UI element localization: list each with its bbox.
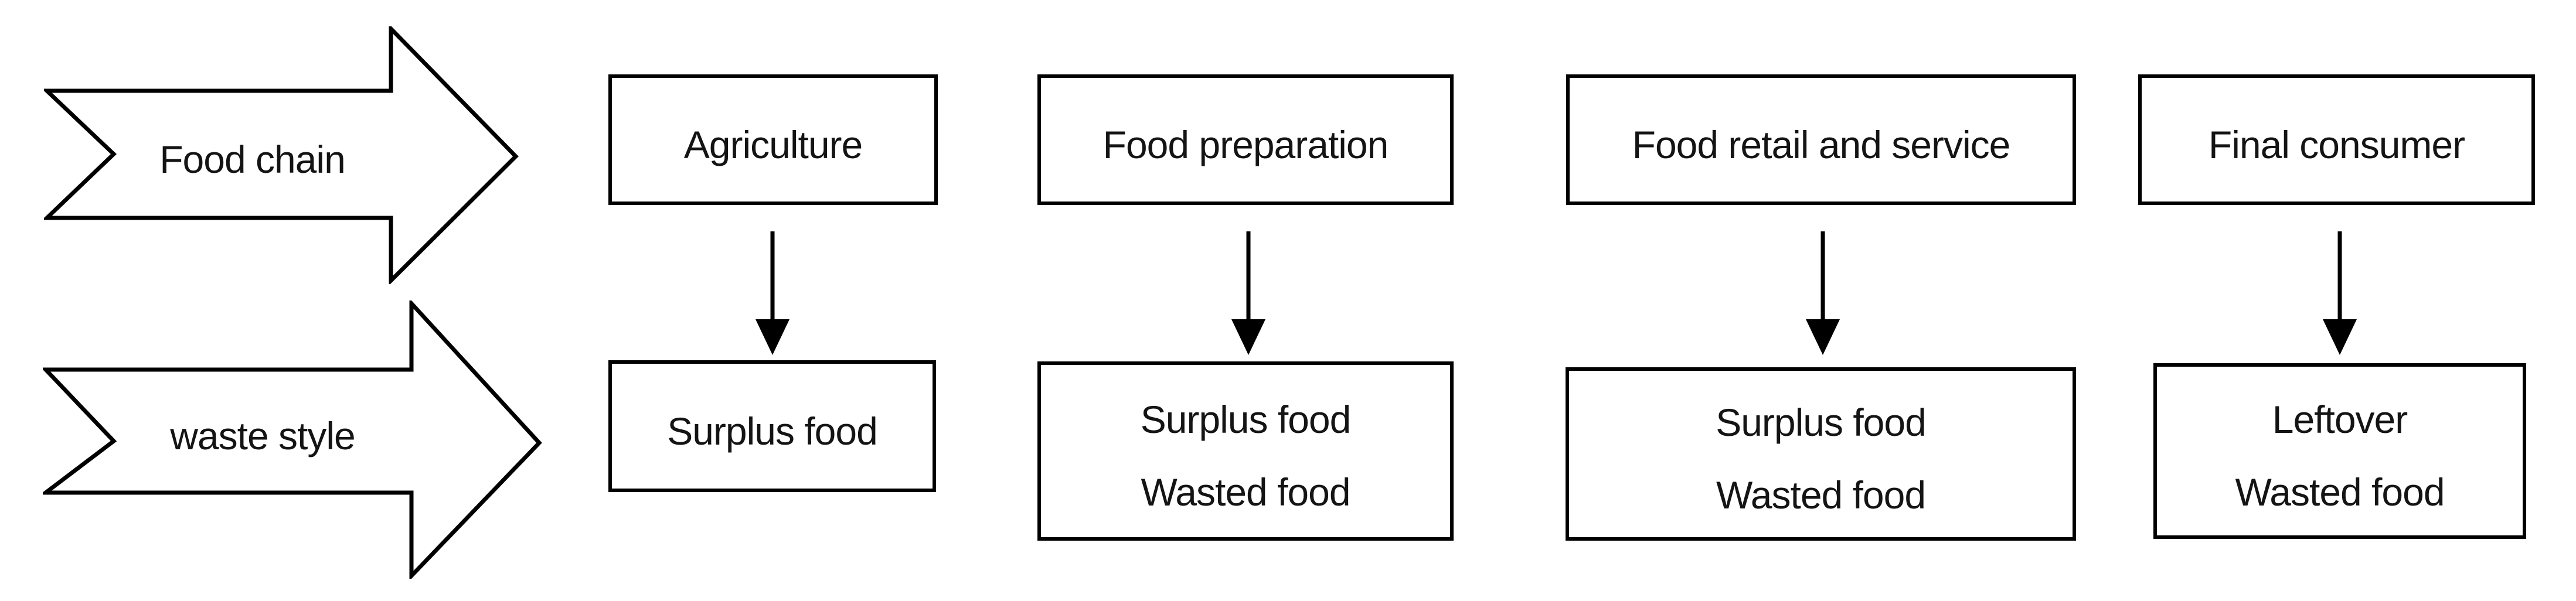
stage-box-final-consumer: Final consumer [2138,74,2535,205]
stage-box-agriculture: Agriculture [608,74,938,205]
waste-line: Leftover [2272,398,2408,441]
waste-box-food-preparation: Surplus food Wasted food [1037,361,1454,541]
waste-style-arrow: waste style [43,300,542,579]
connector-food-retail-and-service [1805,230,1840,356]
waste-line: Surplus food [1140,398,1352,441]
waste-box-food-retail-and-service: Surplus food Wasted food [1566,367,2076,541]
row-label-waste-style: waste style [170,414,355,457]
stage-label: Food retail and service [1632,122,2011,166]
right-chevron-arrow-icon [44,26,519,284]
row-label-food-chain: Food chain [159,137,346,181]
stage-box-food-retail-and-service: Food retail and service [1566,74,2076,205]
stage-box-food-preparation: Food preparation [1037,74,1454,205]
waste-box-final-consumer: Leftover Wasted food [2153,363,2526,539]
down-arrow-icon [2323,231,2357,355]
waste-line: Surplus food [667,409,878,453]
down-arrow-icon [1806,231,1840,355]
connector-final-consumer [2322,230,2357,356]
waste-line: Wasted food [1141,470,1350,514]
waste-line: Surplus food [1716,401,1927,444]
waste-line: Wasted food [2235,470,2445,514]
down-arrow-icon [756,231,790,355]
stage-label: Agriculture [683,122,863,166]
stage-label: Final consumer [2208,122,2465,166]
waste-box-agriculture: Surplus food [608,360,936,492]
food-chain-arrow: Food chain [44,26,519,284]
connector-agriculture [755,230,790,356]
waste-line: Wasted food [1716,473,1926,517]
connector-food-preparation [1231,230,1266,356]
right-chevron-arrow-icon [43,300,542,579]
down-arrow-icon [1231,231,1265,355]
stage-label: Food preparation [1102,122,1389,166]
